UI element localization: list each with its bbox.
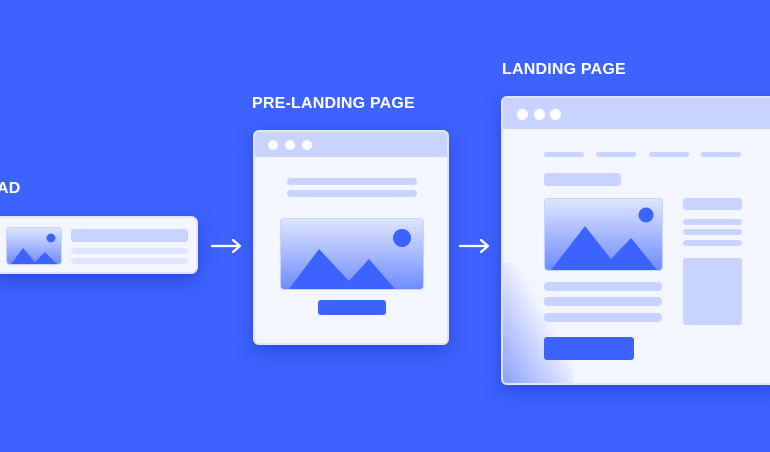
hero-image-icon bbox=[544, 198, 663, 271]
title-bar bbox=[503, 98, 770, 129]
sidebar-line bbox=[683, 240, 742, 246]
sidebar-box bbox=[683, 258, 742, 325]
ad-text-bar bbox=[71, 248, 188, 254]
nav-bar bbox=[596, 152, 636, 157]
cta-button bbox=[318, 300, 386, 315]
ad-text-bar bbox=[71, 258, 188, 264]
title-bar bbox=[255, 132, 447, 157]
text-line bbox=[544, 313, 662, 322]
ad-card bbox=[0, 216, 198, 274]
arrow-right-icon bbox=[211, 239, 242, 253]
text-line bbox=[544, 297, 662, 306]
subheadline-bar bbox=[287, 190, 417, 197]
ad-image-icon bbox=[6, 227, 62, 265]
pre-landing-window bbox=[253, 130, 449, 345]
browser-dot bbox=[285, 140, 295, 150]
nav-bar bbox=[701, 152, 741, 157]
sidebar-line bbox=[683, 219, 742, 225]
browser-dot bbox=[268, 140, 278, 150]
arrow-right-icon bbox=[459, 239, 490, 253]
ad-label: AD bbox=[0, 180, 21, 197]
hero-image-icon bbox=[280, 218, 424, 290]
shine bbox=[503, 263, 573, 383]
headline-bar bbox=[287, 178, 417, 185]
browser-dot bbox=[302, 140, 312, 150]
landing-window bbox=[501, 96, 770, 385]
landing-label: LANDING PAGE bbox=[502, 61, 626, 78]
nav-bar bbox=[544, 152, 584, 157]
sidebar-title-bar bbox=[683, 198, 742, 210]
text-line bbox=[544, 282, 662, 291]
headline-bar bbox=[544, 173, 621, 186]
sidebar-line bbox=[683, 229, 742, 235]
cta-button bbox=[544, 337, 634, 360]
browser-dot bbox=[517, 109, 528, 120]
nav-bar bbox=[649, 152, 689, 157]
browser-dot bbox=[534, 109, 545, 120]
pre-landing-label: PRE-LANDING PAGE bbox=[252, 95, 415, 112]
ad-headline-bar bbox=[71, 229, 188, 242]
browser-dot bbox=[550, 109, 561, 120]
